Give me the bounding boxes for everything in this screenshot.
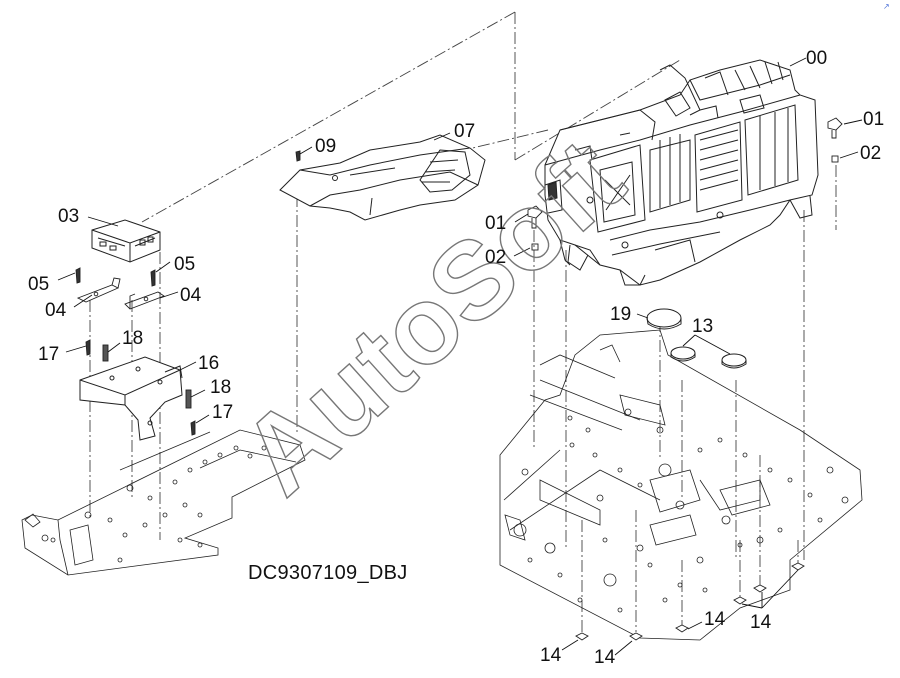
corner-mark: ↗: [883, 2, 890, 11]
callout-16: 16: [198, 353, 219, 374]
fasteners-14: [575, 562, 805, 641]
callout-04-right: 04: [180, 285, 202, 306]
callout-18-bottom: 18: [210, 377, 231, 398]
callout-00: 00: [806, 48, 827, 69]
pins-18: [102, 344, 192, 409]
callout-18-top: 18: [122, 328, 143, 349]
leader-lines: [57, 57, 863, 656]
bracket-16: [79, 356, 183, 441]
callout-02-right: 02: [860, 143, 881, 164]
callout-02-left: 02: [485, 247, 506, 268]
duct-07: [279, 134, 486, 221]
callout-01-right: 01: [863, 109, 884, 130]
callout-14-b: 14: [594, 647, 616, 668]
callout-07: 07: [454, 121, 475, 142]
bracket-04-right: [124, 291, 165, 310]
hvac-unit: [544, 59, 819, 286]
bracket-04-left: [76, 277, 121, 303]
floor-plate: [499, 329, 863, 641]
callout-09: 09: [315, 136, 336, 157]
callout-01-left: 01: [485, 213, 506, 234]
cap-19: [646, 308, 682, 330]
callout-13: 13: [692, 316, 713, 337]
callout-19: 19: [610, 304, 631, 325]
plugs-13: [670, 346, 747, 369]
screws: [75, 117, 843, 436]
drawing-id-label: DC9307109_DBJ: [248, 562, 408, 584]
callout-labels: 00 01 02 01 02 03 05 05 04 04 17 18 16 1…: [28, 48, 884, 668]
left-mounting-plate: [21, 429, 306, 576]
callout-14-c: 14: [704, 609, 726, 630]
callout-14-d: 14: [750, 612, 772, 633]
callout-05-left: 05: [28, 274, 49, 295]
callout-17-bottom: 17: [212, 402, 233, 423]
callout-03: 03: [58, 206, 79, 227]
callout-17-top: 17: [38, 344, 59, 365]
callout-04-left: 04: [45, 300, 67, 321]
callout-14-a: 14: [540, 645, 562, 666]
control-box-03: [91, 219, 161, 263]
callout-05-right: 05: [174, 254, 195, 275]
